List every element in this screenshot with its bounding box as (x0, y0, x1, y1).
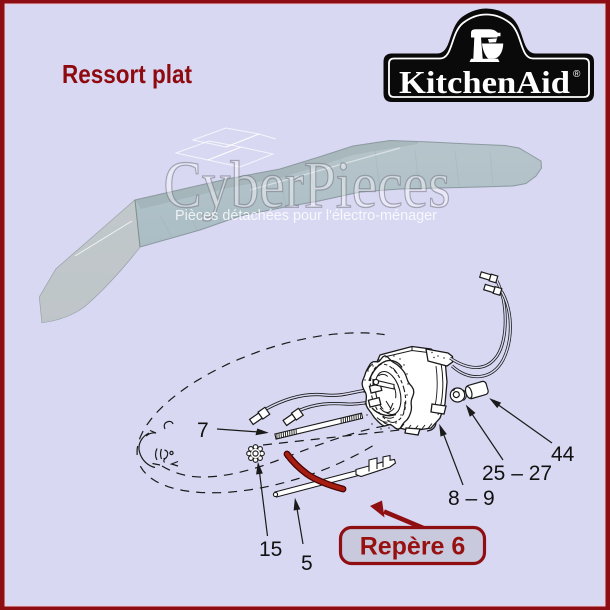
svg-text:8 – 9: 8 – 9 (448, 487, 495, 510)
svg-text:KitchenAid: KitchenAid (399, 64, 570, 100)
svg-text:15: 15 (259, 538, 282, 561)
svg-text:Repère 6: Repère 6 (360, 533, 466, 561)
svg-text:Ressort plat: Ressort plat (62, 59, 192, 89)
svg-text:®: ® (573, 69, 581, 80)
svg-text:CyberPieces: CyberPieces (164, 148, 451, 222)
svg-text:25 – 27: 25 – 27 (482, 462, 552, 485)
svg-text:Pièces détachées pour l'électr: Pièces détachées pour l'électro-ménager (175, 207, 437, 224)
svg-text:7: 7 (197, 419, 209, 442)
svg-text:44: 44 (551, 443, 575, 466)
svg-text:5: 5 (301, 552, 313, 575)
